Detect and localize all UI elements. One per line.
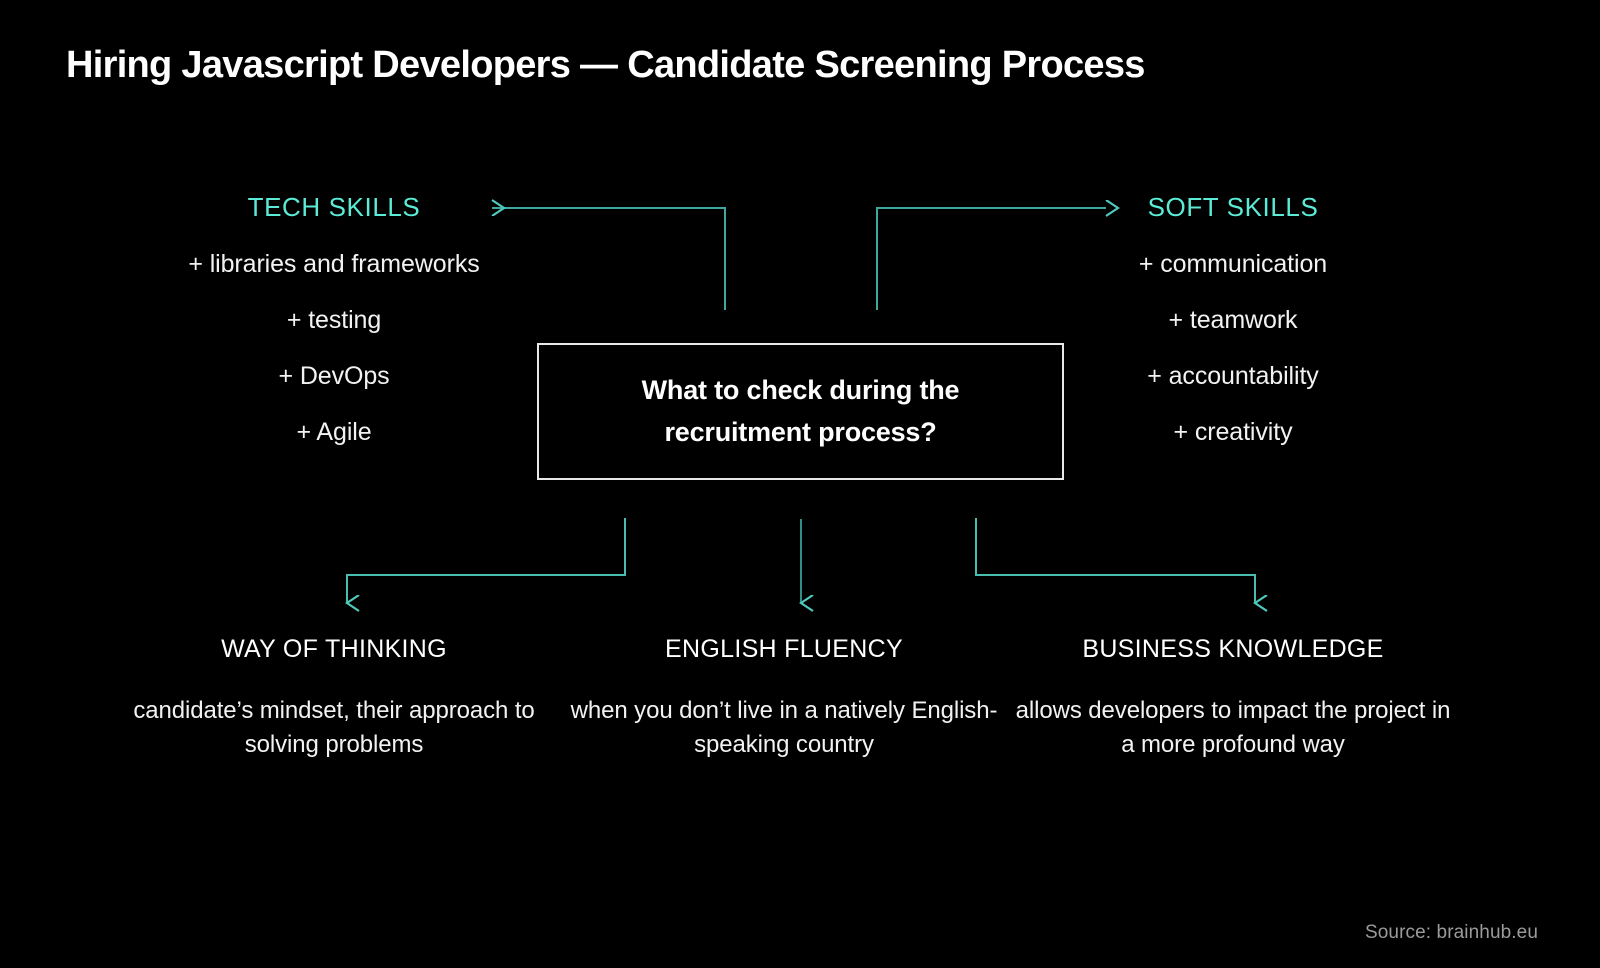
central-question-line-2: recruitment process?	[664, 416, 937, 447]
outcome-english-fluency: ENGLISH FLUENCY when you don’t live in a…	[564, 634, 1004, 762]
soft-skill-item: + accountability	[1147, 362, 1319, 391]
tech-skill-item: + libraries and frameworks	[188, 250, 480, 279]
outcome-description: candidate’s mindset, their approach to s…	[133, 697, 535, 759]
soft-skills-column: SOFT SKILLS + communication + teamwork +…	[1023, 192, 1443, 447]
outcome-business-knowledge: BUSINESS KNOWLEDGE allows developers to …	[1013, 634, 1453, 762]
soft-skill-item: + communication	[1138, 250, 1328, 279]
connector-center-to-way-of-thinking	[347, 518, 626, 603]
outcome-description: when you don’t live in a natively Englis…	[570, 697, 998, 759]
page-title: Hiring Javascript Developers — Candidate…	[66, 44, 1145, 86]
tech-skill-item: + Agile	[296, 418, 372, 447]
central-question-box: What to check during the recruitment pro…	[537, 343, 1064, 480]
outcome-description: allows developers to impact the project …	[1015, 697, 1451, 759]
central-question-line-1: What to check during the	[641, 375, 960, 406]
tech-skills-column: TECH SKILLS + libraries and frameworks +…	[124, 192, 544, 447]
tech-skill-item: + DevOps	[278, 362, 390, 391]
source-attribution: Source: brainhub.eu	[1364, 922, 1538, 943]
connector-center-to-business-knowledge	[975, 518, 1255, 603]
soft-skill-item: + teamwork	[1168, 306, 1298, 335]
central-question-text: What to check during the recruitment pro…	[624, 370, 978, 452]
soft-skill-item: + creativity	[1173, 418, 1293, 447]
tech-skills-heading: TECH SKILLS	[247, 192, 421, 222]
outcome-heading: ENGLISH FLUENCY	[665, 635, 903, 663]
soft-skills-heading: SOFT SKILLS	[1147, 192, 1319, 222]
outcome-heading: BUSINESS KNOWLEDGE	[1082, 635, 1384, 663]
tech-skill-item: + testing	[286, 306, 382, 335]
outcome-heading: WAY OF THINKING	[221, 635, 447, 663]
outcome-way-of-thinking: WAY OF THINKING candidate’s mindset, the…	[114, 634, 554, 762]
